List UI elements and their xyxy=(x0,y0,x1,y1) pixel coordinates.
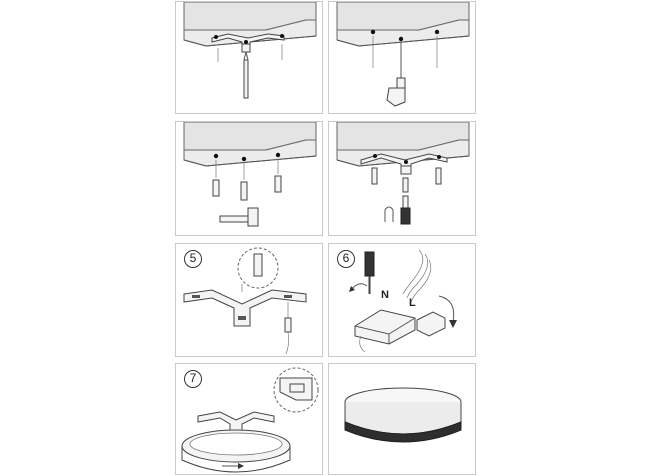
screw-icon xyxy=(371,167,378,185)
live-label: L xyxy=(409,297,416,309)
step-2-panel: 2 xyxy=(328,1,476,114)
step-5-number: 5 xyxy=(184,250,202,268)
screw-icon xyxy=(402,177,409,193)
drill-icon xyxy=(386,42,406,107)
cable-clip-icon xyxy=(384,206,394,222)
close-arrow-icon xyxy=(438,295,455,323)
step-2-illustration xyxy=(336,2,470,107)
step-5-illustration xyxy=(183,247,307,355)
mark-dot xyxy=(214,35,218,39)
terminal-block xyxy=(354,309,416,345)
step-5-panel: 5 xyxy=(175,243,323,357)
screwdriver-icon xyxy=(364,251,375,294)
hammer-icon xyxy=(219,207,259,227)
mark-dot xyxy=(280,34,284,38)
screw-icon xyxy=(435,167,442,185)
step-4-illustration xyxy=(336,122,470,225)
screwdriver-icon xyxy=(400,195,411,225)
luminaire-housing xyxy=(181,429,291,473)
power-cable xyxy=(402,249,424,295)
wall-plug-icon xyxy=(253,253,263,277)
step-7-illustration xyxy=(181,367,319,473)
step-3-panel: 3 xyxy=(175,121,323,236)
neutral-label: N xyxy=(381,289,389,301)
hole-dot xyxy=(434,29,440,35)
step-6-panel: 6 N L xyxy=(328,243,476,357)
final-panel xyxy=(328,363,476,475)
wall-plug-icon xyxy=(212,160,220,197)
mounting-bracket xyxy=(183,289,307,327)
step-7-number: 7 xyxy=(184,370,202,388)
mounting-bracket xyxy=(360,153,448,175)
mounting-bracket xyxy=(197,411,275,439)
wall-plug-icon xyxy=(240,162,248,201)
luminaire-icon xyxy=(344,387,462,443)
hole-dot xyxy=(370,29,376,35)
pencil-icon xyxy=(243,51,249,99)
step-1-illustration xyxy=(183,2,317,99)
step-6-number: 6 xyxy=(337,250,355,268)
step-3-illustration xyxy=(183,122,317,227)
step-1-panel: 1 xyxy=(175,1,323,114)
step-6-illustration: N L xyxy=(349,249,457,353)
mark-dot xyxy=(244,40,248,44)
terminal-cover xyxy=(416,311,446,337)
hole-dot xyxy=(398,36,404,42)
hanging-screw-icon xyxy=(284,302,292,355)
wall-plug-icon xyxy=(274,159,282,193)
step-4-panel: 4 xyxy=(328,121,476,236)
step-7-panel: 7 xyxy=(175,363,323,475)
finished-luminaire-illustration xyxy=(344,387,462,443)
